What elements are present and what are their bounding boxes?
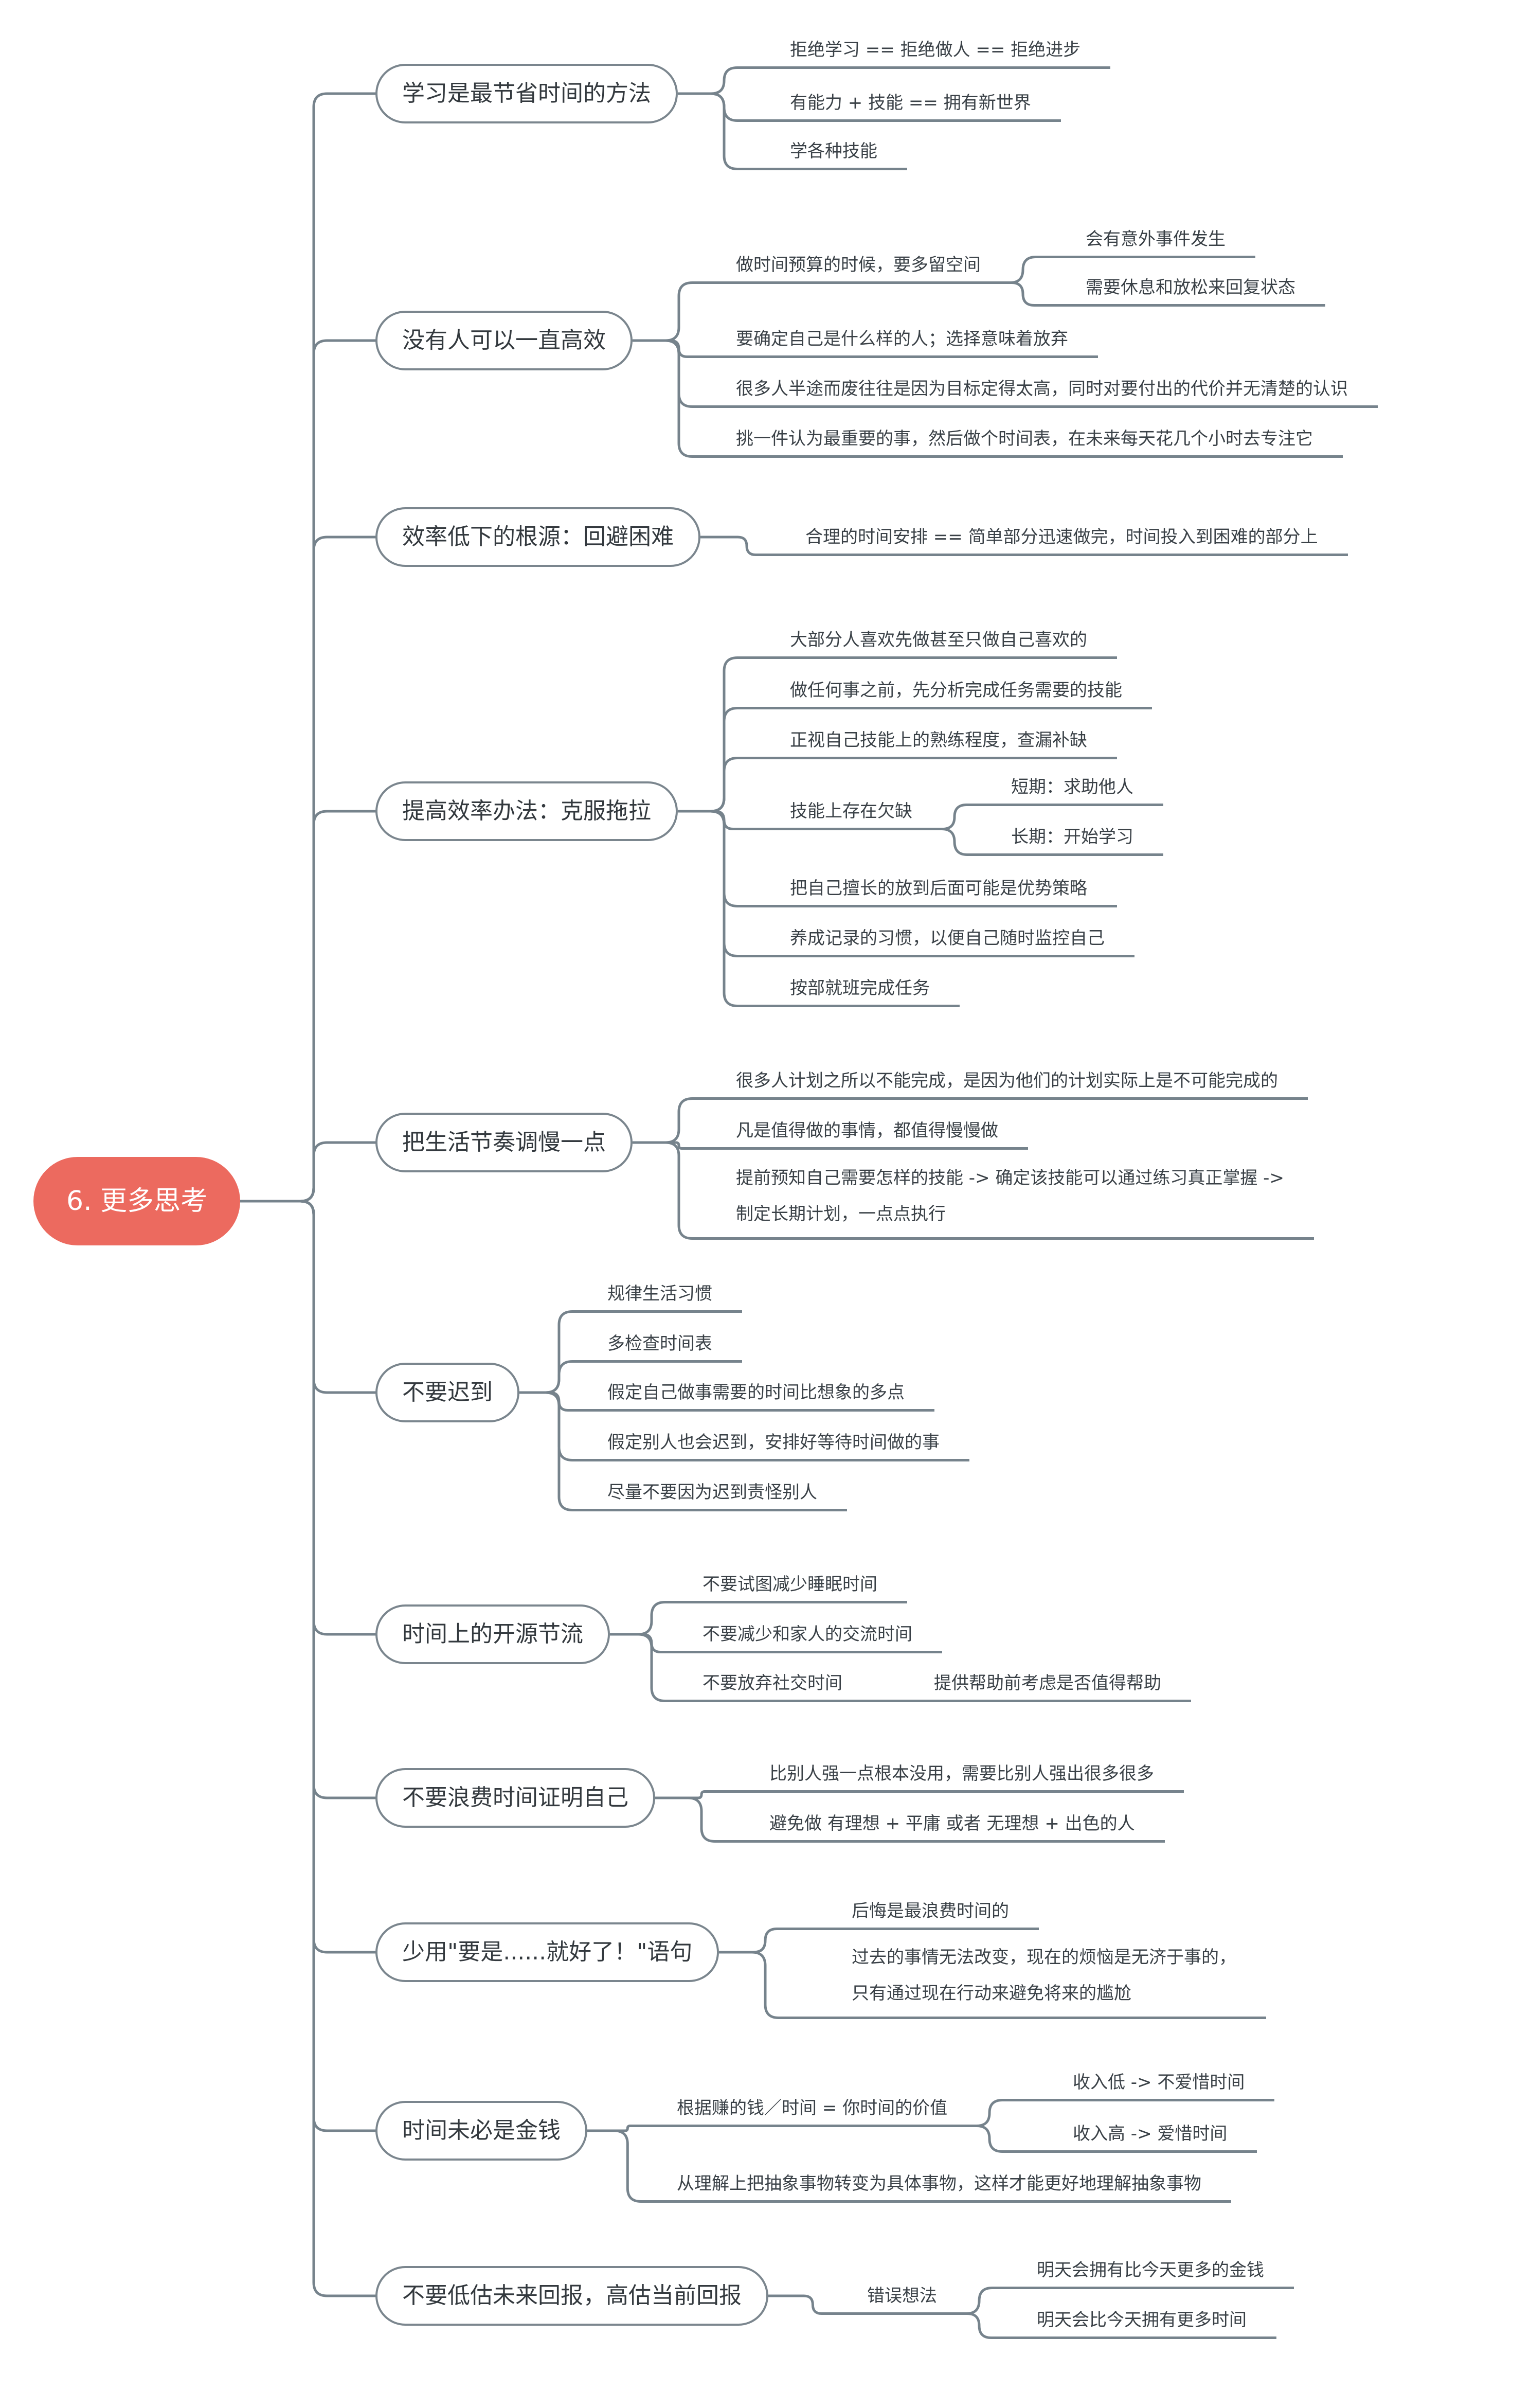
branch-8-leaf-1[interactable]: 比别人强一点根本没用，需要比别人强出很多很多 (766, 1762, 1184, 1793)
branch-10-topic[interactable]: 时间未必是金钱 (375, 2101, 587, 2161)
branch-6-leaf-5[interactable]: 尽量不要因为迟到责怪别人 (604, 1481, 847, 1511)
branch-10-leaf-1[interactable]: 根据赚的钱／时间 = 你时间的价值 (674, 2097, 978, 2127)
branch-4-leaf-2[interactable]: 做任何事之前，先分析完成任务需要的技能 (787, 679, 1152, 709)
branch-7-leaf-2[interactable]: 不要减少和家人的交流时间 (699, 1623, 942, 1653)
branch-11-topic[interactable]: 不要低估未来回报，高估当前回报 (375, 2266, 768, 2326)
branch-4-leaf-6[interactable]: 养成记录的习惯，以便自己随时监控自己 (787, 927, 1134, 957)
branch-10-leaf-2[interactable]: 从理解上把抽象事物转变为具体事物，这样才能更好地理解抽象事物 (674, 2172, 1231, 2203)
branch-5-leaf-2[interactable]: 凡是值得做的事情，都值得慢慢做 (733, 1119, 1028, 1150)
branch-2-topic[interactable]: 没有人可以一直高效 (375, 311, 633, 370)
branch-9-topic[interactable]: 少用"要是......就好了！"语句 (375, 1922, 719, 1982)
branch-9-leaf-2[interactable]: 过去的事情无法改变，现在的烦恼是无济于事的， 只有通过现在行动来避免将来的尴尬 (849, 1939, 1266, 2019)
branch-11-leaf-1[interactable]: 错误想法 (864, 2285, 967, 2315)
branch-6-leaf-2[interactable]: 多检查时间表 (604, 1332, 742, 1363)
branch-11-leaf-1-sub-1[interactable]: 明天会拥有比今天更多的金钱 (1034, 2259, 1294, 2289)
branch-9-leaf-1[interactable]: 后悔是最浪费时间的 (849, 1900, 1039, 1930)
branch-2-leaf-2[interactable]: 要确定自己是什么样的人；选择意味着放弃 (733, 328, 1098, 358)
leaf-line: 提前预知自己需要怎样的技能 -> 确定该技能可以通过练习真正掌握 -> (736, 1168, 1284, 1188)
branch-3-leaf-1[interactable]: 合理的时间安排 == 简单部分迅速做完，时间投入到困难的部分上 (802, 526, 1348, 556)
branch-7-leaf-3-sub-1[interactable]: 提供帮助前考虑是否值得帮助 (931, 1672, 1191, 1702)
branch-7-leaf-1[interactable]: 不要试图减少睡眠时间 (699, 1573, 907, 1603)
branch-4-leaf-5[interactable]: 把自己擅长的放到后面可能是优势策略 (787, 877, 1117, 907)
branch-5-topic[interactable]: 把生活节奏调慢一点 (375, 1113, 633, 1172)
branch-10-leaf-1-sub-1[interactable]: 收入低 -> 不爱惜时间 (1070, 2071, 1275, 2101)
leaf-line: 制定长期计划，一点点执行 (736, 1204, 946, 1224)
branch-10-leaf-1-sub-2[interactable]: 收入高 -> 爱惜时间 (1070, 2122, 1257, 2153)
branch-1-leaf-3[interactable]: 学各种技能 (787, 140, 907, 170)
branch-3-topic[interactable]: 效率低下的根源：回避困难 (375, 507, 700, 567)
branch-4-leaf-4-sub-2[interactable]: 长期：开始学习 (1008, 826, 1163, 856)
branch-2-leaf-1-sub-1[interactable]: 会有意外事件发生 (1083, 228, 1255, 258)
branch-6-leaf-4[interactable]: 假定别人也会迟到，安排好等待时间做的事 (604, 1431, 969, 1461)
branch-4-topic[interactable]: 提高效率办法：克服拖拉 (375, 781, 678, 841)
leaf-line: 过去的事情无法改变，现在的烦恼是无济于事的， (852, 1947, 1236, 1968)
branch-2-leaf-1[interactable]: 做时间预算的时候，要多留空间 (733, 254, 1011, 284)
branch-6-leaf-1[interactable]: 规律生活习惯 (604, 1282, 742, 1313)
branch-4-leaf-3[interactable]: 正视自己技能上的熟练程度，查漏补缺 (787, 729, 1117, 759)
branch-1-topic[interactable]: 学习是最节省时间的方法 (375, 64, 678, 123)
branch-11-leaf-1-sub-2[interactable]: 明天会比今天拥有更多时间 (1034, 2309, 1276, 2339)
branch-5-leaf-1[interactable]: 很多人计划之所以不能完成，是因为他们的计划实际上是不可能完成的 (733, 1069, 1308, 1100)
branch-2-leaf-1-sub-2[interactable]: 需要休息和放松来回复状态 (1083, 276, 1325, 307)
branch-8-leaf-2[interactable]: 避免做 有理想 + 平庸 或者 无理想 + 出色的人 (766, 1812, 1165, 1843)
branch-8-topic[interactable]: 不要浪费时间证明自己 (375, 1768, 655, 1828)
branch-2-leaf-3[interactable]: 很多人半途而废往往是因为目标定得太高，同时对要付出的代价并无清楚的认识 (733, 378, 1378, 408)
branch-4-leaf-4-sub-1[interactable]: 短期：求助他人 (1008, 776, 1163, 806)
branch-7-leaf-3[interactable]: 不要放弃社交时间 (699, 1672, 872, 1702)
branch-4-leaf-4[interactable]: 技能上存在欠缺 (787, 800, 942, 830)
branch-7-topic[interactable]: 时间上的开源节流 (375, 1604, 610, 1664)
branch-1-leaf-2[interactable]: 有能力 + 技能 == 拥有新世界 (787, 92, 1061, 122)
branch-4-leaf-7[interactable]: 按部就班完成任务 (787, 977, 960, 1007)
branch-6-leaf-3[interactable]: 假定自己做事需要的时间比想象的多点 (604, 1381, 934, 1412)
branch-6-topic[interactable]: 不要迟到 (375, 1363, 519, 1422)
leaf-line: 只有通过现在行动来避免将来的尴尬 (852, 1983, 1131, 2004)
root-topic[interactable]: 6. 更多思考 (33, 1157, 241, 1245)
branch-4-leaf-1[interactable]: 大部分人喜欢先做甚至只做自己喜欢的 (787, 629, 1117, 659)
branch-5-leaf-3[interactable]: 提前预知自己需要怎样的技能 -> 确定该技能可以通过练习真正掌握 -> 制定长期… (733, 1160, 1314, 1240)
branch-1-leaf-1[interactable]: 拒绝学习 == 拒绝做人 == 拒绝进步 (787, 39, 1111, 69)
branch-2-leaf-4[interactable]: 挑一件认为最重要的事，然后做个时间表，在未来每天花几个小时去专注它 (733, 427, 1343, 458)
